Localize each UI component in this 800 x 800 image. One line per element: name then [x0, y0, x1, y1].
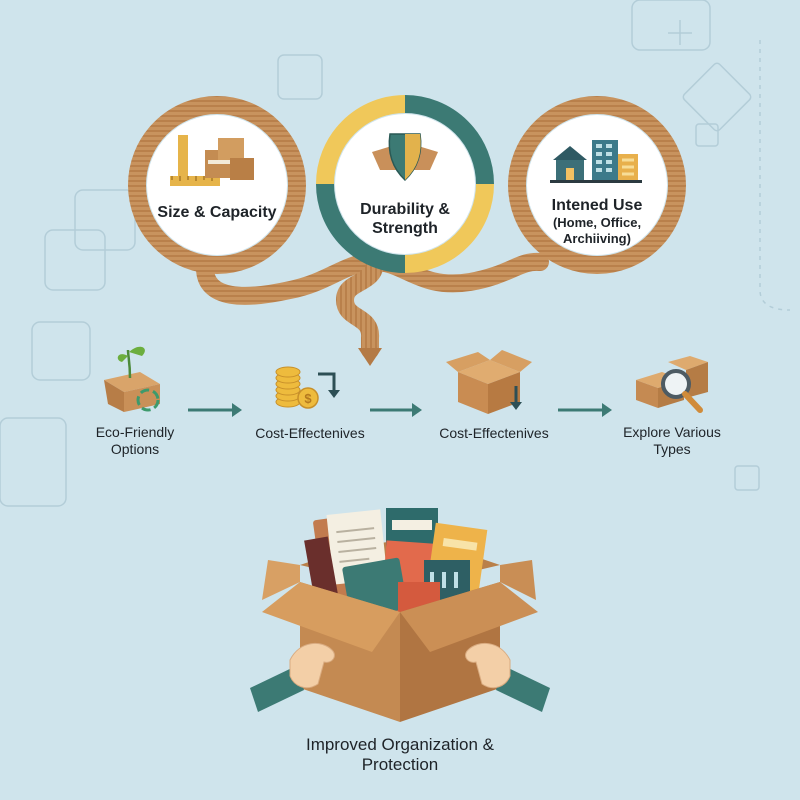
- step-label-cost-effectiveness-1: Cost-Effectenives: [255, 425, 365, 441]
- background-decoration: [0, 0, 791, 507]
- connector-squiggle: [196, 252, 549, 366]
- final-label: Improved Organization & Protection: [305, 735, 495, 775]
- step-label-explore-types: Explore Various Types: [623, 424, 721, 457]
- circle-durability-strength: [316, 95, 494, 273]
- step-arrows: [188, 403, 612, 417]
- step-label-eco-friendly: Eco-Friendly Options: [95, 424, 175, 457]
- svg-text:$: $: [304, 391, 312, 406]
- buildings-icon: [550, 140, 642, 183]
- shield-box-icon: [372, 133, 438, 182]
- circle-title-intended-use: Intened Use: [551, 197, 643, 214]
- circle-size-capacity: [128, 96, 306, 274]
- hands: [250, 642, 550, 712]
- ruler-boxes-icon: [170, 135, 254, 186]
- plant-box-recycle-icon: [104, 346, 160, 412]
- circle-label-durability-strength: Durability & Strength: [360, 201, 450, 238]
- circle-label-intended-use: Intened Use (Home, Office, Archiiving): [535, 196, 659, 246]
- coins-dollar-icon: $: [275, 366, 340, 409]
- circle-intended-use: [508, 96, 686, 274]
- boxes-magnifier-icon: [636, 356, 708, 413]
- circle-label-size-capacity: Size & Capacity: [157, 204, 277, 221]
- step-label-cost-effectiveness-2: Cost-Effectenives: [439, 425, 549, 441]
- box-of-documents-icon: [262, 508, 538, 722]
- open-box-arrow-icon: [446, 350, 532, 414]
- circle-sublabel-intended-use: (Home, Office, Archiiving): [552, 215, 642, 246]
